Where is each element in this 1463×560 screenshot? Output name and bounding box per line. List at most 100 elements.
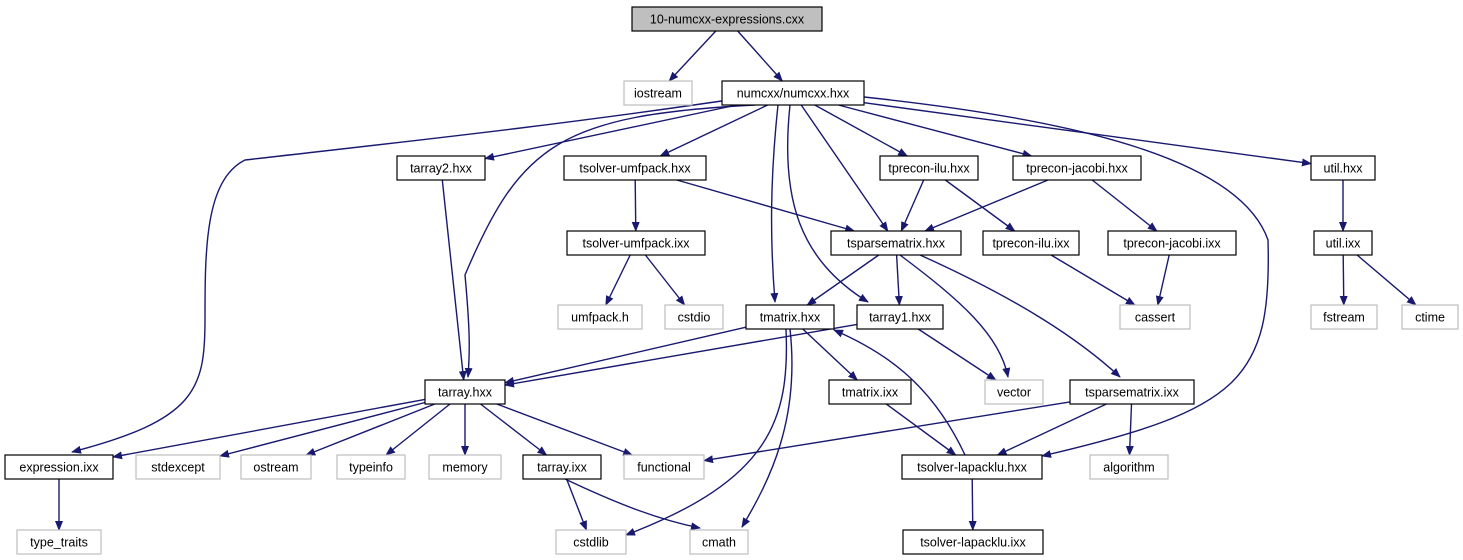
edge-numcxx-to-tsolver_lapacklu_hxx <box>863 96 1270 458</box>
edge-arrow <box>441 179 467 381</box>
node-box <box>631 6 823 32</box>
node-tsolver-lapacklu-hxx[interactable]: tsolver-lapacklu.hxx <box>901 454 1043 480</box>
edge-tsparsematrix_ixx-to-tsolver_lapacklu_hxx <box>996 403 1107 456</box>
node-label: tsparsematrix.ixx <box>1085 386 1180 400</box>
edge-arrow <box>659 104 769 157</box>
node-tsparsematrix-hxx[interactable]: tsparsematrix.hxx <box>830 230 962 256</box>
node-box <box>4 454 114 480</box>
edge-arrow <box>1155 254 1170 306</box>
node-box <box>1089 454 1169 480</box>
node-tprecon-jacobi-ixx[interactable]: tprecon-jacobi.ixx <box>1107 230 1237 256</box>
node-box <box>982 230 1080 256</box>
edge-arrow <box>944 179 1016 232</box>
node-label: tmatrix.ixx <box>842 386 899 400</box>
node-box <box>563 155 707 181</box>
edge-arrow <box>605 254 631 306</box>
node-box <box>428 454 502 480</box>
node-tprecon-jacobi-hxx[interactable]: tprecon-jacobi.hxx <box>1012 155 1142 181</box>
node-tsolver-umfpack-ixx[interactable]: tsolver-umfpack.ixx <box>566 230 706 256</box>
edge-arrow <box>899 254 1011 378</box>
edge-arrow <box>924 179 1049 232</box>
node-algorithm: algorithm <box>1089 454 1169 480</box>
node-box <box>721 80 865 106</box>
edge-arrow <box>1091 179 1158 232</box>
node-tprecon-ilu-ixx[interactable]: tprecon-ilu.ixx <box>982 230 1080 256</box>
edge-tarray_hxx-to-tarray_ixx <box>480 403 548 456</box>
edge-arrow <box>1125 403 1134 456</box>
edge-tarray_ixx-to-cmath <box>564 478 701 531</box>
edge-arrow <box>504 323 858 388</box>
node-label: tarray.ixx <box>537 461 588 475</box>
edge-tsparsematrix_hxx-to-tmatrix_hxx <box>806 254 880 306</box>
node-tarray-hxx[interactable]: tarray.hxx <box>424 379 506 405</box>
node-root[interactable]: 10-numcxx-expressions.cxx <box>631 6 823 32</box>
edge-tarray_hxx-to-expression <box>112 398 426 460</box>
node-numcxx[interactable]: numcxx/numcxx.hxx <box>721 80 865 106</box>
node-label: functional <box>637 461 691 475</box>
edge-tarray_hxx-to-stdexcept <box>219 401 426 458</box>
node-box <box>623 454 705 480</box>
node-box <box>16 529 102 555</box>
node-box <box>566 230 706 256</box>
node-label: tprecon-jacobi.hxx <box>1026 162 1128 176</box>
edge-numcxx-to-tarray1 <box>786 104 869 303</box>
edge-arrow <box>833 329 966 456</box>
edge-arrow <box>565 478 588 531</box>
edge-numcxx-to-tsolver_umfpack_hxx <box>659 104 769 157</box>
node-box <box>879 155 979 181</box>
edge-arrow <box>305 403 436 456</box>
node-box <box>1310 155 1376 181</box>
edge-arrow <box>676 179 856 233</box>
edge-arrow <box>838 104 1033 158</box>
node-memory: memory <box>428 454 502 480</box>
edge-arrow <box>219 401 426 458</box>
edge-numcxx-to-tarray_hxx <box>464 104 756 378</box>
node-tsparsematrix-ixx[interactable]: tsparsematrix.ixx <box>1069 379 1195 405</box>
edge-tmatrix_hxx-to-tarray_hxx <box>504 326 747 385</box>
node-box <box>745 304 835 330</box>
node-tprecon-ilu-hxx[interactable]: tprecon-ilu.hxx <box>879 155 979 181</box>
node-util-ixx[interactable]: util.ixx <box>1313 230 1373 256</box>
node-tmatrix-ixx[interactable]: tmatrix.ixx <box>828 379 912 405</box>
edge-tprecon_jacobi_hxx-to-tprecon_jacobi_ixx <box>1091 179 1158 232</box>
node-expression[interactable]: expression.ixx <box>4 454 114 480</box>
node-box <box>557 304 643 330</box>
edge-arrow <box>112 398 426 460</box>
node-tarray2[interactable]: tarray2.hxx <box>396 155 486 181</box>
node-tarray-ixx[interactable]: tarray.ixx <box>522 454 602 480</box>
node-tsolver-umfpack-hxx[interactable]: tsolver-umfpack.hxx <box>563 155 707 181</box>
node-label: typeinfo <box>349 461 393 475</box>
node-label: cstdio <box>678 311 711 325</box>
edge-numcxx-to-tsparsematrix_hxx <box>800 104 889 232</box>
edge-arrow <box>668 30 717 82</box>
node-util-hxx[interactable]: util.hxx <box>1310 155 1376 181</box>
node-label: tsolver-umfpack.hxx <box>579 162 691 176</box>
edge-util_ixx-to-fstream <box>1339 254 1348 306</box>
edge-root-to-numcxx <box>737 30 783 82</box>
edge-tarray_hxx-to-typeinfo <box>385 403 451 456</box>
node-box <box>1310 304 1378 330</box>
node-tmatrix-hxx[interactable]: tmatrix.hxx <box>745 304 835 330</box>
edge-arrow <box>814 104 909 157</box>
node-umfpack: umfpack.h <box>557 304 643 330</box>
node-label: memory <box>442 461 488 475</box>
node-tsolver-lapacklu-ixx[interactable]: tsolver-lapacklu.ixx <box>902 529 1044 555</box>
node-ostream: ostream <box>240 454 312 480</box>
node-tarray1[interactable]: tarray1.hxx <box>856 304 944 330</box>
node-cassert: cassert <box>1119 304 1191 330</box>
edge-arrow <box>631 179 640 232</box>
node-box <box>623 80 693 106</box>
node-label: numcxx/numcxx.hxx <box>737 87 850 101</box>
edge-arrow <box>806 254 880 306</box>
node-label: util.hxx <box>1324 162 1364 176</box>
node-box <box>1313 230 1373 256</box>
node-stdexcept: stdexcept <box>135 454 221 480</box>
edge-arrow <box>504 326 747 385</box>
node-box <box>856 304 944 330</box>
edge-arrow <box>1356 254 1417 306</box>
node-label: tsolver-umfpack.ixx <box>583 237 691 251</box>
edge-arrow <box>894 254 903 306</box>
edge-tprecon_jacobi_hxx-to-tsparsematrix_hxx <box>924 179 1049 232</box>
edge-tarray1-to-tarray_hxx <box>504 323 858 388</box>
edge-arrow <box>496 403 634 456</box>
